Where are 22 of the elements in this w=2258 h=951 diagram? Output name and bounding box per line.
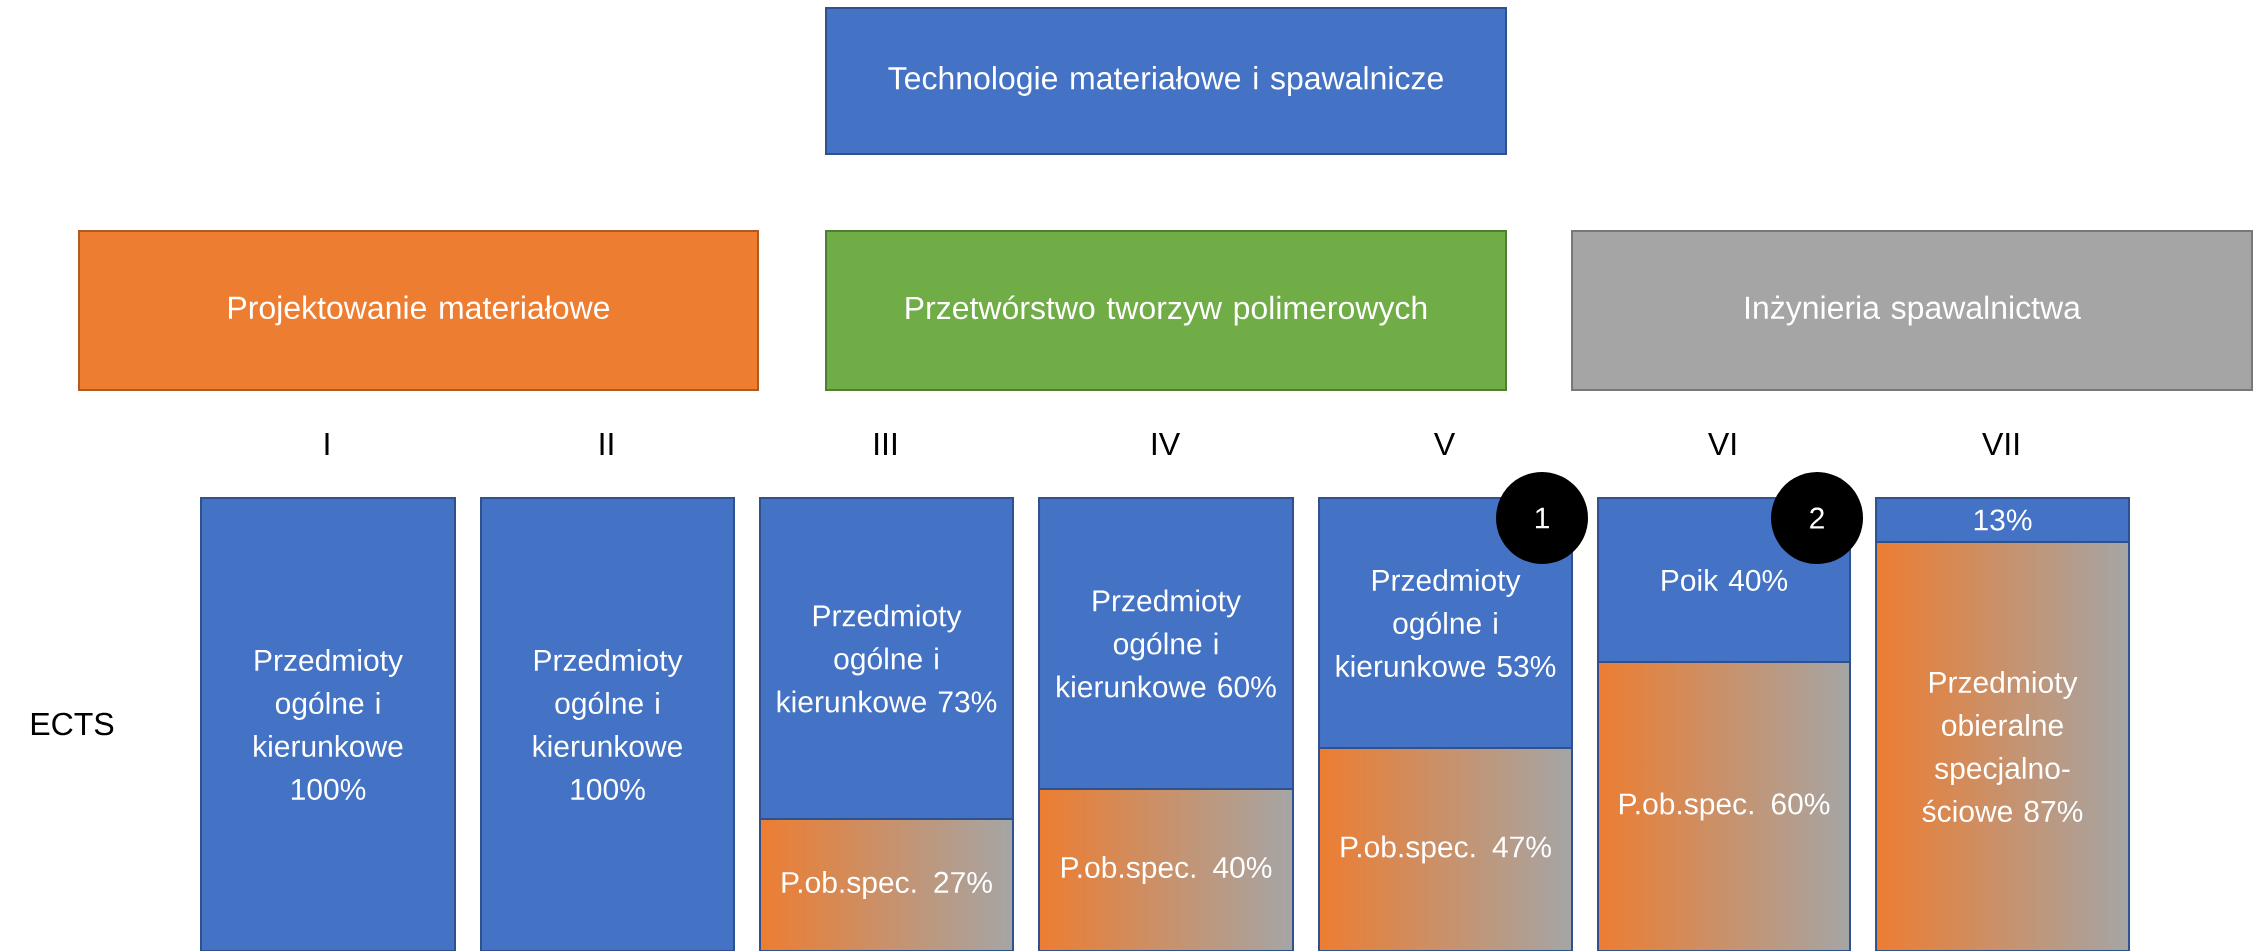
specialization-box: Inżynieria spawalnictwa: [1571, 230, 2254, 391]
semester-label: VI: [1708, 433, 1736, 455]
course-box: 13%: [1875, 497, 2131, 543]
elective-box: Przedmioty obieralne specjalno- ściowe 87%: [1875, 541, 2131, 951]
course-box: Przedmioty ogólne i kierunkowe 100%: [480, 497, 735, 951]
elective-box: P.ob.spec. 47%: [1318, 747, 1573, 951]
course-box: Przedmioty ogólne i kierunkowe 100%: [200, 497, 456, 951]
semester-label: I: [325, 433, 329, 455]
semester-label: II: [600, 433, 613, 455]
course-box: Przedmioty ogólne i kierunkowe 73%: [759, 497, 1014, 820]
axis-label: ECTS: [31, 712, 114, 736]
title-box: Technologie materiałowe i spawalnicze: [825, 7, 1507, 155]
semester-label: VII: [1982, 433, 2019, 455]
specialization-box: Przetwórstwo tworzyw polimerowych: [825, 230, 1507, 391]
specialization-box: Projektowanie materiałowe: [78, 230, 759, 391]
course-box: Przedmioty ogólne i kierunkowe 60%: [1038, 497, 1294, 790]
elective-box: P.ob.spec. 60%: [1597, 661, 1851, 951]
elective-box: P.ob.spec. 40%: [1038, 788, 1294, 951]
semester-label: III: [875, 433, 896, 455]
semester-label: V: [1434, 433, 1456, 455]
semester-label: IV: [1152, 433, 1180, 455]
elective-box: P.ob.spec. 27%: [759, 818, 1014, 951]
